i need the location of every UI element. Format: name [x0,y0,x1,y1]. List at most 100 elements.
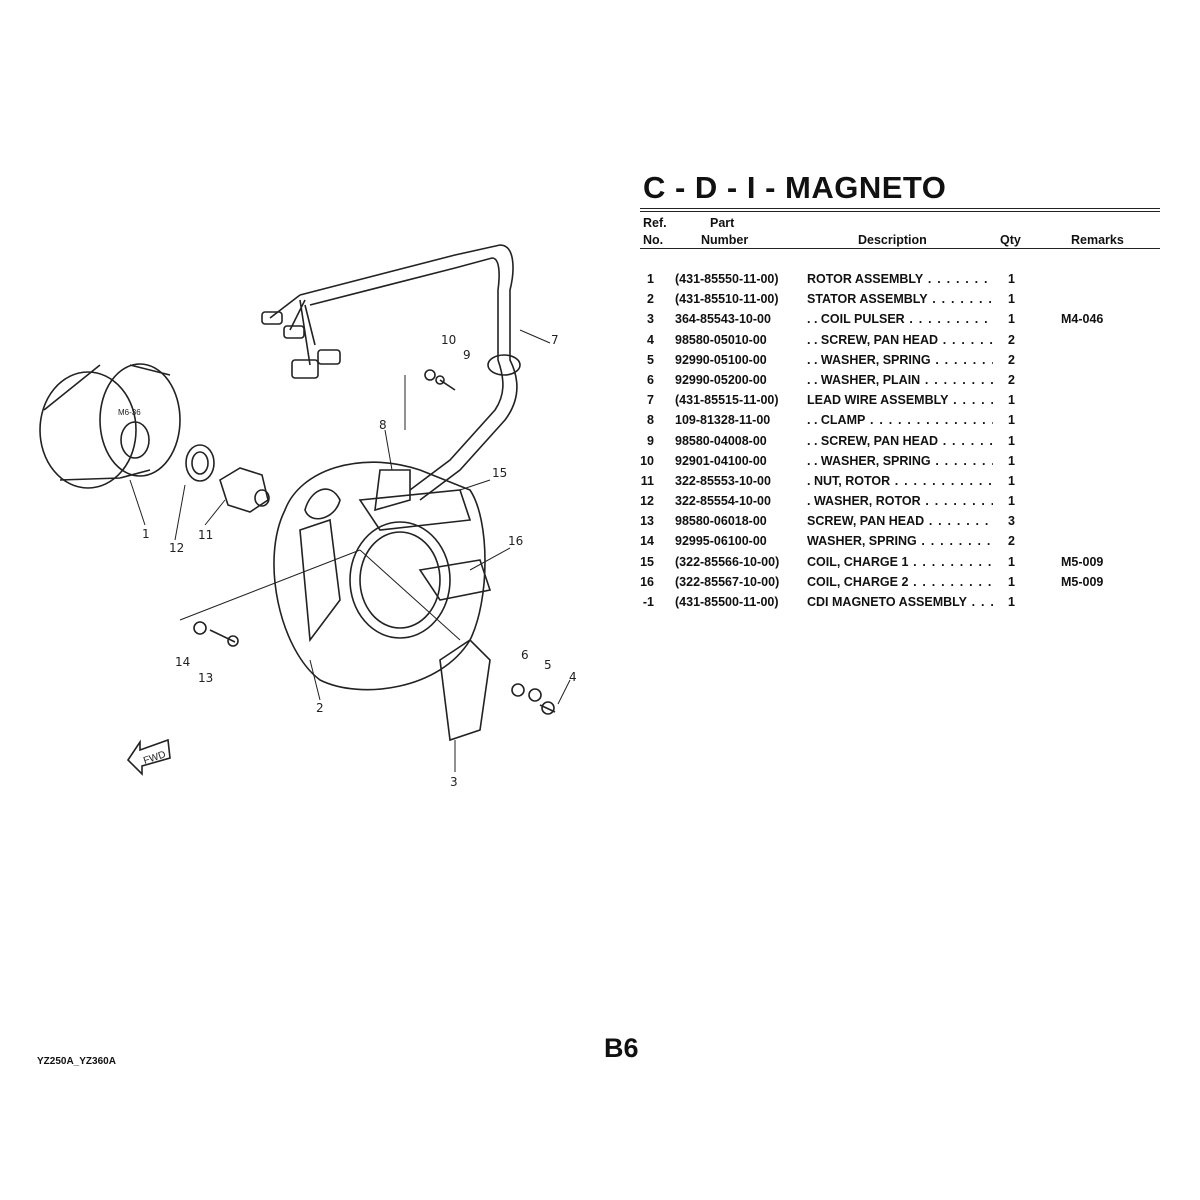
ref-no: 15 [640,554,654,569]
header-no: No. [643,233,664,247]
part-number: 92990-05200-00 [675,372,767,387]
description-text: ROTOR ASSEMBLY [807,272,924,286]
lead-wire-drawing [261,244,521,501]
table-row: 5 92990-05100-00 . . WASHER, SPRING . . . … [640,353,1160,373]
quantity: 1 [1008,494,1015,509]
description-text: LEAD WIRE ASSEMBLY [807,393,949,408]
rotor-washer-drawing [185,444,215,482]
ref-no: 6 [647,372,654,387]
leader-dots: . . . . . . . . . . . . . . . . . . . . … [927,272,993,286]
quantity: 1 [1008,453,1015,468]
description: . . WASHER, SPRING . . . . . . . . . . .… [807,454,993,468]
ref-no: 2 [647,292,654,307]
leader-dots: . . . . . . . . . . . . . . . . . . . . … [921,534,993,549]
ref-no: 1 [647,272,654,286]
ref-no: 13 [640,514,654,529]
description-text: . . WASHER, SPRING [807,352,931,367]
leader-dots: . . . . . . . . . . . . . . . . . . . . … [932,292,993,307]
quantity: 1 [1008,312,1015,327]
part-number: 92901-04100-00 [675,453,767,468]
description: STATOR ASSEMBLY . . . . . . . . . . . . … [807,292,993,306]
description-text: CDI MAGNETO ASSEMBLY [807,595,967,609]
part-number: 98580-04008-00 [675,433,767,448]
description: SCREW, PAN HEAD . . . . . . . . . . . . … [807,514,993,528]
leader-dots: . . . . . . . . . . . . . . . . . . . . … [913,554,993,569]
leader-dots: . . . . . . . . . . . . . . . . . . . . … [953,393,993,408]
title-divider [640,208,1160,209]
description-text: WASHER, SPRING [807,534,917,549]
part-number: 364-85543-10-00 [675,312,771,327]
quantity: 2 [1008,352,1015,367]
quantity: 1 [1008,595,1015,609]
leader-dots: . . . . . . . . . . . . . . . . . . . . … [870,413,993,428]
header-number: Number [701,233,749,247]
description: . . CLAMP . . . . . . . . . . . . . . . … [807,413,993,427]
part-number: 98580-06018-00 [675,514,767,529]
description: COIL, CHARGE 2 . . . . . . . . . . . . .… [807,575,993,589]
header-description: Description [858,233,927,247]
quantity: 1 [1008,554,1015,569]
callout-4: 4 [569,670,577,684]
callout-2: 2 [316,701,324,715]
description: ROTOR ASSEMBLY . . . . . . . . . . . . .… [807,272,993,286]
description: CDI MAGNETO ASSEMBLY . . . . . . . . . .… [807,595,993,609]
table-row: 6 92990-05200-00 . . WASHER, PLAIN . . . .… [640,373,1160,393]
description-text: COIL, CHARGE 1 [807,554,909,569]
callout-3: 3 [450,775,458,789]
description: . NUT, ROTOR . . . . . . . . . . . . . .… [807,474,993,488]
description: . . COIL PULSER . . . . . . . . . . . . … [807,312,993,326]
table-row: 7(431-85515-11-00)LEAD WIRE ASSEMBLY . .… [640,393,1160,413]
quantity: 1 [1008,292,1015,307]
fwd-arrow-icon [126,738,171,776]
part-number: (431-85550-11-00) [675,272,779,286]
header-divider [640,248,1160,249]
description-text: . . SCREW, PAN HEAD [807,332,939,347]
description-text: SCREW, PAN HEAD [807,514,925,529]
callout-16: 16 [508,534,523,548]
part-number: 98580-05010-00 [675,332,767,347]
quantity: 1 [1008,413,1015,428]
description-text: . NUT, ROTOR [807,473,891,488]
ref-no: 16 [640,574,654,589]
part-number: (431-85515-11-00) [675,393,779,408]
callout-14: 14 [175,655,190,669]
description: . . WASHER, SPRING . . . . . . . . . . .… [807,353,993,367]
leader-dots: . . . . . . . . . . . . . . . . . . . . … [909,312,993,327]
description: . WASHER, ROTOR . . . . . . . . . . . . … [807,494,993,508]
svg-text:M6-36: M6-36 [118,408,141,417]
quantity: 1 [1008,433,1015,448]
description: . . SCREW, PAN HEAD . . . . . . . . . . … [807,333,993,347]
description-text: . . WASHER, SPRING [807,453,931,468]
ref-no: 5 [647,352,654,367]
exploded-parts-diagram: M6-36 [39,244,577,789]
quantity: 1 [1008,574,1015,589]
ref-no: 3 [647,312,654,327]
callout-7: 7 [551,333,559,347]
ref-no: 11 [640,473,654,488]
page-title: C - D - I - MAGNETO [643,170,947,205]
remarks: M5-009 [1061,574,1104,589]
description: . . SCREW, PAN HEAD . . . . . . . . . . … [807,434,993,448]
header-part: Part [710,216,735,230]
ref-no: 12 [640,494,654,509]
callout-10: 10 [441,333,456,347]
remarks: M4-046 [1061,312,1104,327]
callout-11: 11 [198,528,213,542]
clamp-drawing [374,469,411,512]
part-number: 92990-05100-00 [675,352,767,367]
model-code: YZ250A_YZ360A [37,1056,116,1067]
part-number: (322-85566-10-00) [675,554,780,569]
quantity: 1 [1008,272,1015,286]
part-number: 92995-06100-00 [675,534,767,549]
rotor-drawing: M6-36 [39,363,181,489]
part-number: (322-85567-10-00) [675,574,780,589]
header-qty: Qty [1000,233,1021,247]
description: . . WASHER, PLAIN . . . . . . . . . . . … [807,373,993,387]
table-row: 3 364-85543-10-00 . . COIL PULSER . . . . … [640,312,1160,332]
fwd-label: FWD [142,749,167,767]
